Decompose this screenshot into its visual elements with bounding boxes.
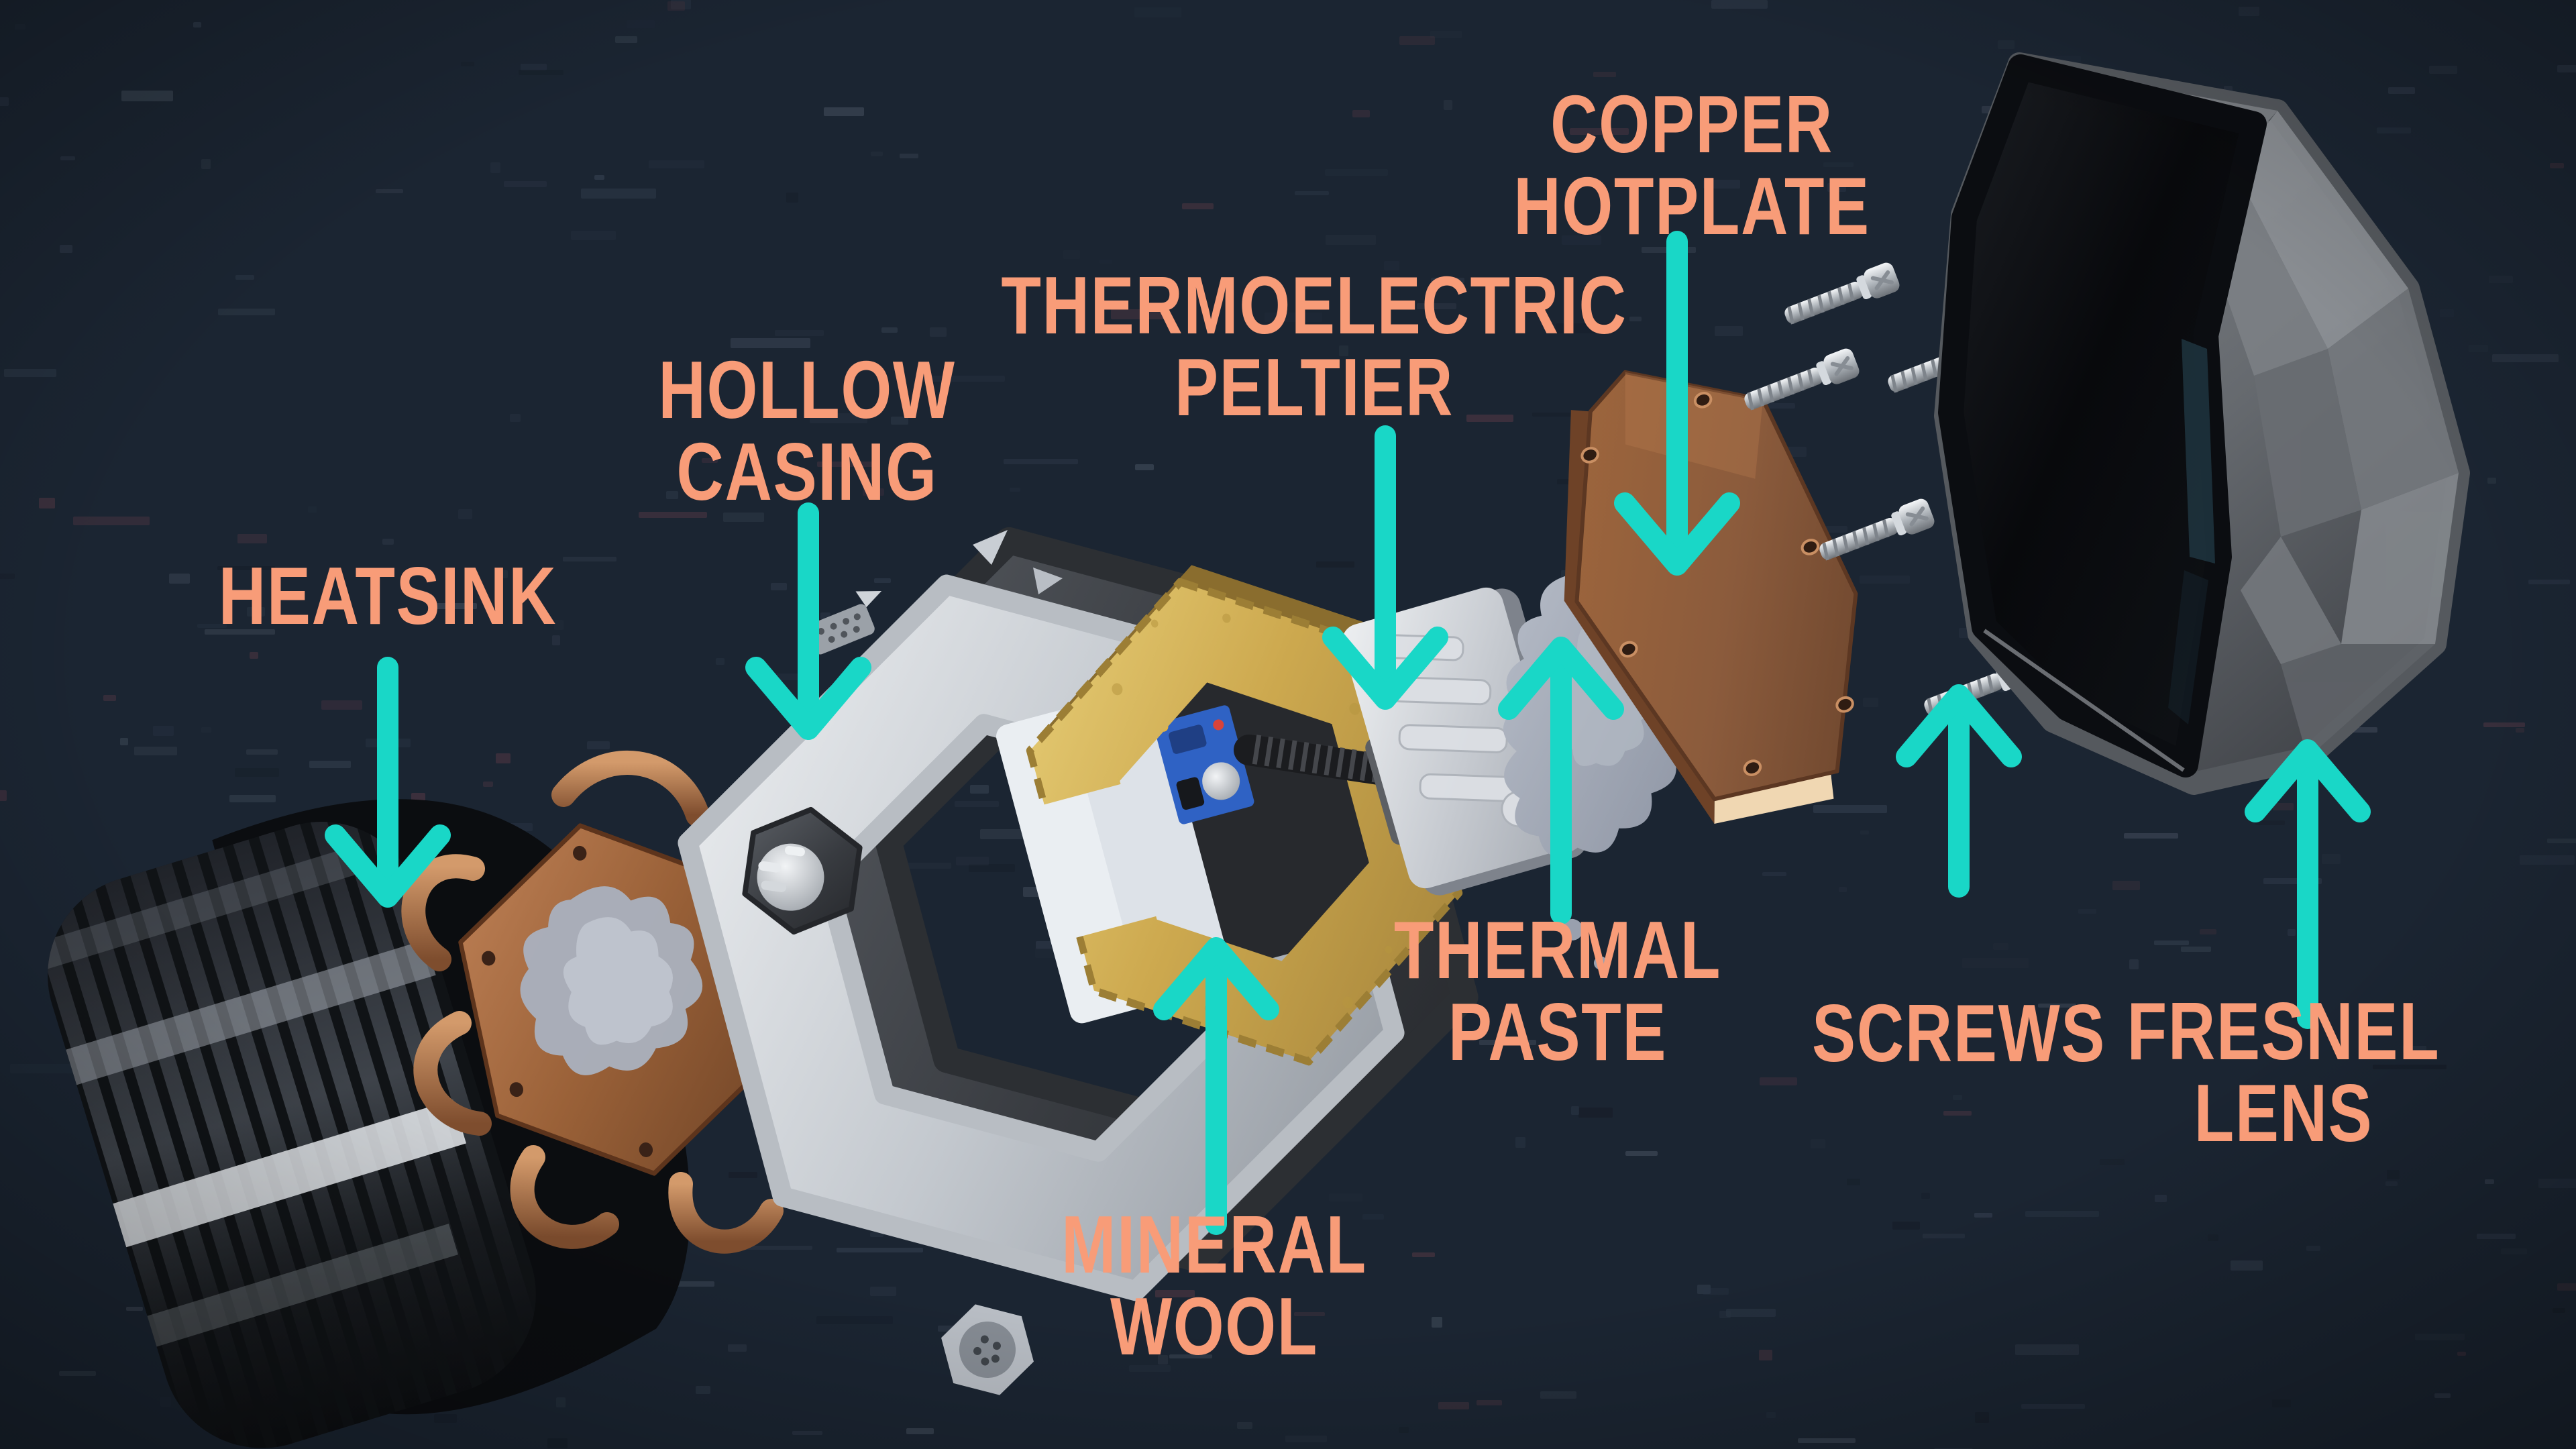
annotation-arrows	[325, 231, 2371, 1235]
thermal-paste-arrow	[1498, 637, 1624, 924]
label-hollow-casing: HOLLOW CASING	[658, 344, 956, 517]
heatsink-arrow	[325, 657, 451, 908]
fresnel-lens-arrow	[2245, 739, 2371, 1029]
label-thermal-paste: THERMAL PASTE	[1393, 904, 1722, 1077]
label-fresnel-lens: FRESNEL LENS	[2127, 985, 2440, 1159]
label-screws: SCREWS	[1812, 987, 2106, 1079]
hollow-casing-arrow	[745, 502, 871, 740]
mineral-wool-arrow	[1153, 937, 1279, 1235]
label-heatsink: HEATSINK	[218, 550, 557, 641]
label-mineral-wool: MINERAL WOOL	[1061, 1199, 1367, 1372]
label-thermoelectric-peltier: THERMOELECTRIC PELTIER	[1001, 260, 1627, 433]
copper-hotplate-arrow	[1614, 231, 1740, 576]
label-copper-hotplate: COPPER HOTPLATE	[1513, 78, 1870, 252]
thermoelectric-peltier-arrow	[1322, 425, 1448, 710]
screws-arrow	[1896, 684, 2022, 898]
